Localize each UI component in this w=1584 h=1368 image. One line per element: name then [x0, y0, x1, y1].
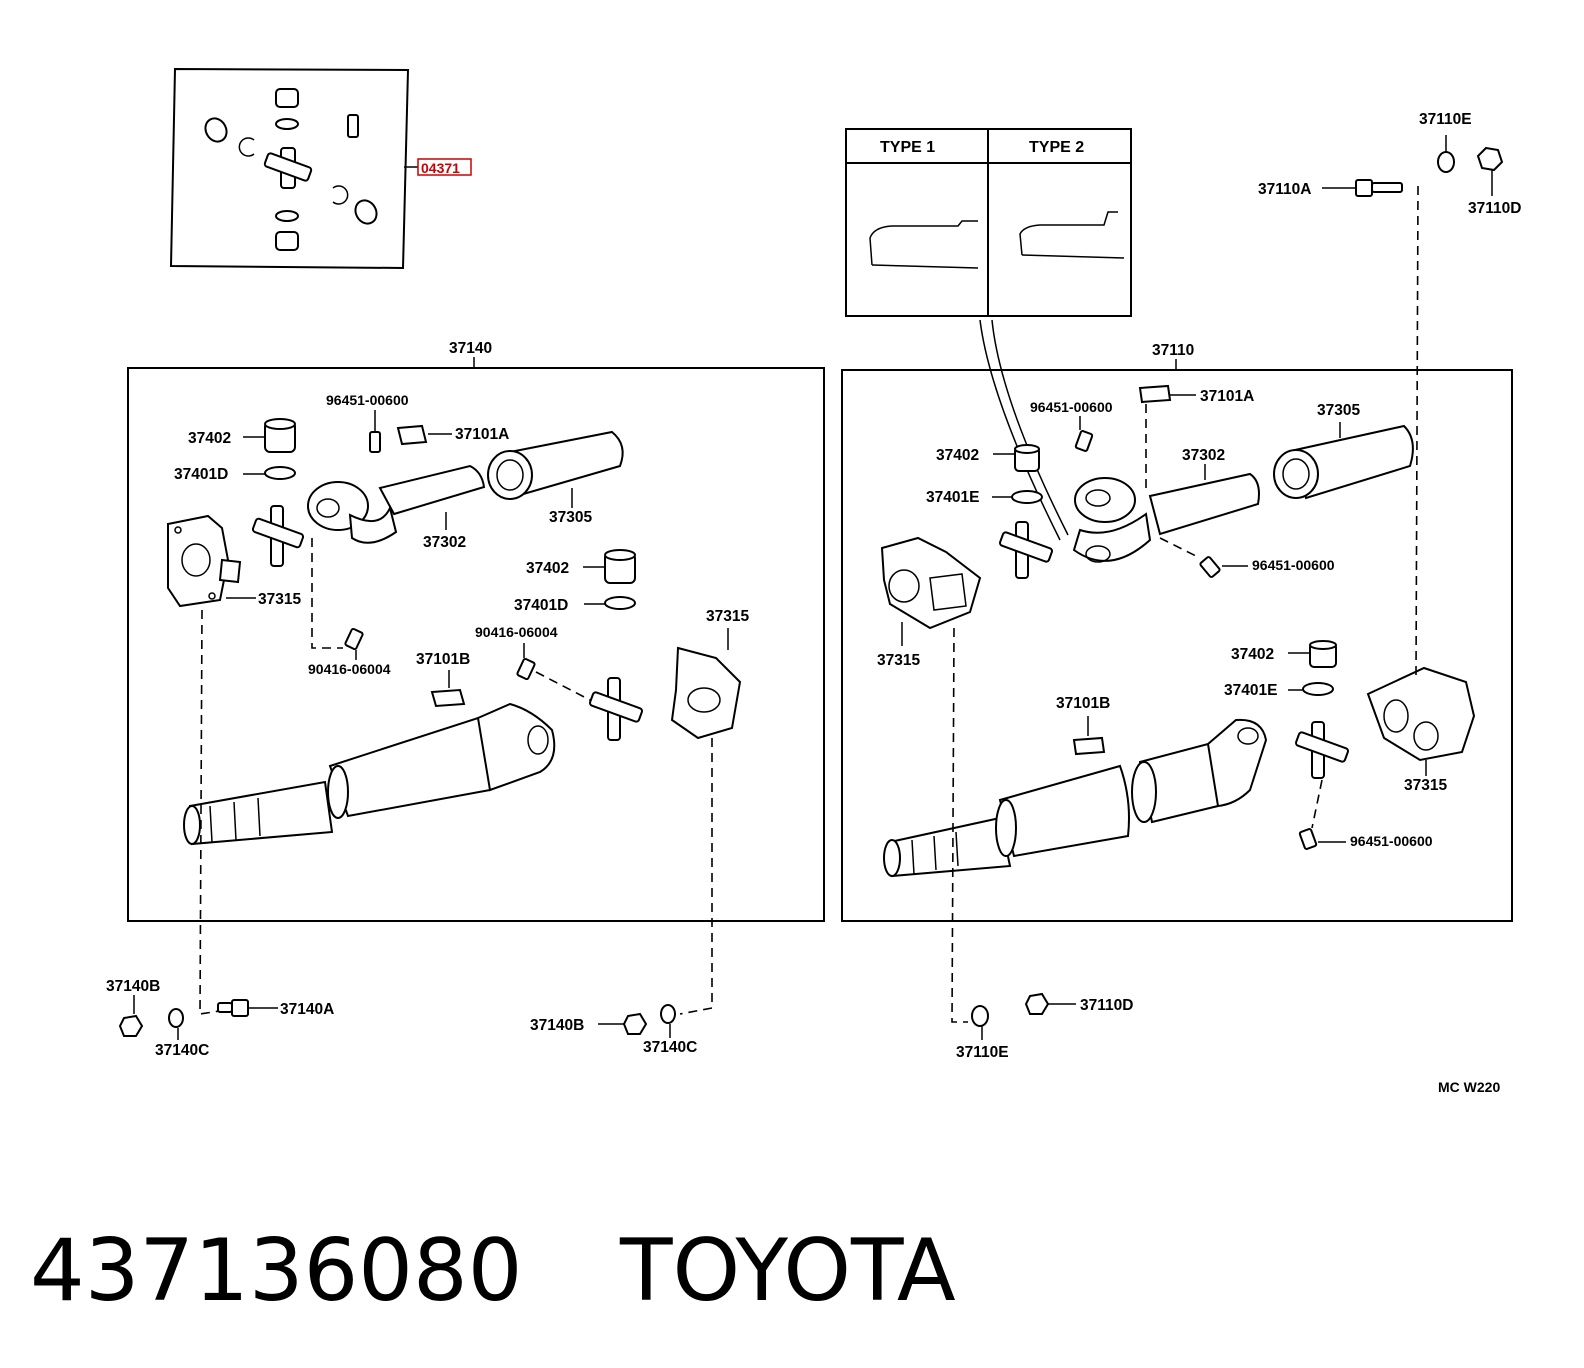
brand-name: TOYOTA [619, 1221, 956, 1321]
type-2-header: TYPE 2 [1029, 139, 1084, 156]
right-37302-label: 37302 [1182, 447, 1225, 464]
right-96451-low-label: 96451-00600 [1350, 833, 1433, 849]
left-assembly-title: 37140 [449, 340, 492, 357]
left-37101b-label: 37101B [416, 651, 470, 668]
right-37315-a-label: 37315 [877, 652, 920, 669]
right-37402-b-label: 37402 [1231, 646, 1274, 663]
right-37101b-label: 37101B [1056, 695, 1110, 712]
left-37315-b-label: 37315 [706, 608, 749, 625]
37140c-left-label: 37140C [155, 1042, 209, 1059]
left-37402-label: 37402 [188, 430, 231, 447]
left-90416-b-label: 90416-06004 [475, 624, 558, 640]
right-37315-b-label: 37315 [1404, 777, 1447, 794]
left-37302-label: 37302 [423, 534, 466, 551]
right-assembly-title: 37110 [1152, 342, 1194, 359]
right-96451-mid-label: 96451-00600 [1252, 557, 1335, 573]
right-37305-label: 37305 [1317, 402, 1360, 419]
37140b-left-label: 37140B [106, 978, 160, 995]
left-37305-label: 37305 [549, 509, 592, 526]
svg-text:04371: 04371 [421, 160, 460, 176]
37110a-label: 37110A [1258, 181, 1311, 198]
left-96451-top-label: 96451-00600 [326, 392, 409, 408]
37140b-mid-label: 37140B [530, 1017, 584, 1034]
kit-ref-label[interactable]: 04371 [404, 158, 472, 176]
left-37401d-label: 37401D [174, 466, 228, 483]
37110e-bottom-label: 37110E [956, 1044, 1009, 1061]
right-assembly-37110: 37110 96451-00600 37101A 37305 37402 374… [841, 342, 1513, 922]
37110e-top-label: 37110E [1419, 111, 1472, 128]
part-number: 437136080 [30, 1221, 522, 1321]
right-37101a-label: 37101A [1200, 388, 1254, 405]
37140a-label: 37140A [280, 1001, 334, 1018]
right-37402-a-label: 37402 [936, 447, 979, 464]
universal-joint-kit [169, 67, 410, 270]
outside-hardware: 37110E 37110A 37110D 37140B 37140A 37140… [106, 111, 1521, 1061]
type-table: TYPE 1 TYPE 2 [845, 128, 1132, 541]
right-37401e-a-label: 37401E [926, 489, 979, 506]
left-37315-a-label: 37315 [258, 591, 301, 608]
left-37101a-label: 37101A [455, 426, 509, 443]
37110d-bottom-label: 37110D [1080, 997, 1133, 1014]
diagram-code: MC W220 [1438, 1079, 1500, 1095]
right-96451-top-label: 96451-00600 [1030, 399, 1113, 415]
right-37401e-b-label: 37401E [1224, 682, 1277, 699]
left-90416-a-label: 90416-06004 [308, 661, 391, 677]
type-1-header: TYPE 1 [880, 139, 935, 156]
left-assembly-37140: 37140 37402 37401D 96451-00600 37101A 37… [127, 340, 825, 922]
37110d-top-label: 37110D [1468, 200, 1521, 217]
left-37401d-b-label: 37401D [514, 597, 568, 614]
left-37402-b-label: 37402 [526, 560, 569, 577]
37140c-mid-label: 37140C [643, 1039, 697, 1056]
